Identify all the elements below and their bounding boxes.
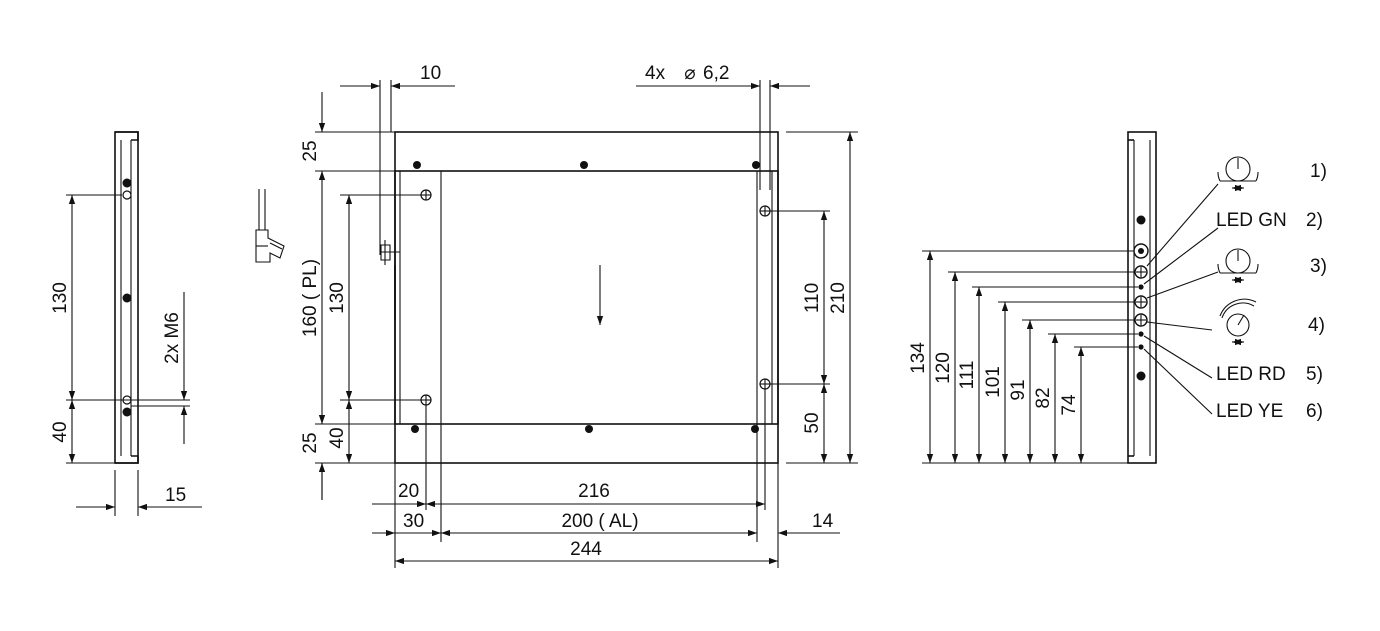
dim-bottom-14: 14 (812, 511, 834, 532)
callout-2-number: 2) (1306, 210, 1323, 231)
callout-2-label: LED GN (1216, 210, 1287, 231)
diameter-symbol: ⌀ (684, 63, 695, 84)
dim-bottom-200-al: 200 ( AL) (561, 511, 638, 532)
dim-right-82: 82 (1033, 387, 1054, 408)
callout-4-number: 4) (1308, 315, 1325, 336)
callout-5-number: 5) (1306, 364, 1323, 385)
callout-5-label: LED RD (1216, 364, 1286, 385)
callout-labels: 1) LED GN 2) 3) 4) LED RD 5) LED YE 6) (1216, 161, 1327, 422)
dim-left-160-pl: 160 ( PL) (300, 259, 321, 337)
dim-bottom-244: 244 (570, 539, 602, 560)
dim-left-130: 130 (50, 282, 71, 314)
dim-bottom-20: 20 (398, 481, 419, 502)
dim-left-top-25: 25 (300, 140, 321, 161)
potentiometer-icon (1217, 248, 1259, 284)
dim-bottom-30: 30 (403, 511, 424, 532)
dim-right-110: 110 (802, 283, 823, 313)
callout-leaders (1143, 183, 1219, 415)
led-gn (1138, 284, 1144, 290)
dim-top-diameter: 6,2 (703, 63, 729, 84)
dim-right-120: 120 (933, 352, 954, 384)
dim-top-holes: 4x (645, 63, 666, 84)
dim-left-bottom-40: 40 (327, 427, 348, 448)
dim-left-bottom-25: 25 (300, 432, 321, 453)
potentiometer-icon (1217, 156, 1259, 192)
front-view (380, 131, 779, 464)
cable-connector (255, 189, 285, 263)
dim-bottom-216: 216 (578, 481, 610, 502)
dim-left-15: 15 (165, 485, 186, 506)
dim-top-10: 10 (420, 63, 441, 84)
right-dimensions: 134 120 111 101 91 82 74 (908, 250, 1138, 464)
callout-3-number: 3) (1310, 256, 1327, 277)
dim-right-101: 101 (983, 366, 1004, 398)
dim-right-50: 50 (802, 412, 823, 433)
dim-right-111: 111 (957, 361, 978, 390)
callout-1-number: 1) (1310, 161, 1327, 182)
led-rd (1138, 331, 1144, 337)
dim-left-40: 40 (50, 421, 71, 442)
dim-left-holes-130: 130 (327, 282, 348, 314)
right-side-view (1127, 131, 1157, 464)
front-top-dimensions: 10 4x ⌀ 6,2 (340, 63, 810, 255)
dim-left-thread: 2x M6 (162, 312, 183, 364)
callout-6-number: 6) (1306, 401, 1323, 422)
dim-right-91: 91 (1008, 379, 1029, 400)
led-ye (1138, 344, 1144, 350)
dim-right-74: 74 (1059, 394, 1080, 416)
dim-right-134: 134 (908, 342, 929, 374)
rotary-switch-icon (1219, 298, 1257, 346)
callout-6-label: LED YE (1216, 401, 1283, 422)
dim-right-210: 210 (828, 282, 849, 314)
front-right-dimensions: 110 50 210 (770, 131, 858, 464)
left-side-view: 130 40 2x M6 15 (50, 131, 202, 516)
front-bottom-dimensions: 20 216 30 200 ( AL) 14 244 (372, 389, 840, 568)
front-left-dimensions: 25 160 ( PL) 25 130 40 (300, 92, 426, 500)
frame-outer (394, 131, 779, 464)
